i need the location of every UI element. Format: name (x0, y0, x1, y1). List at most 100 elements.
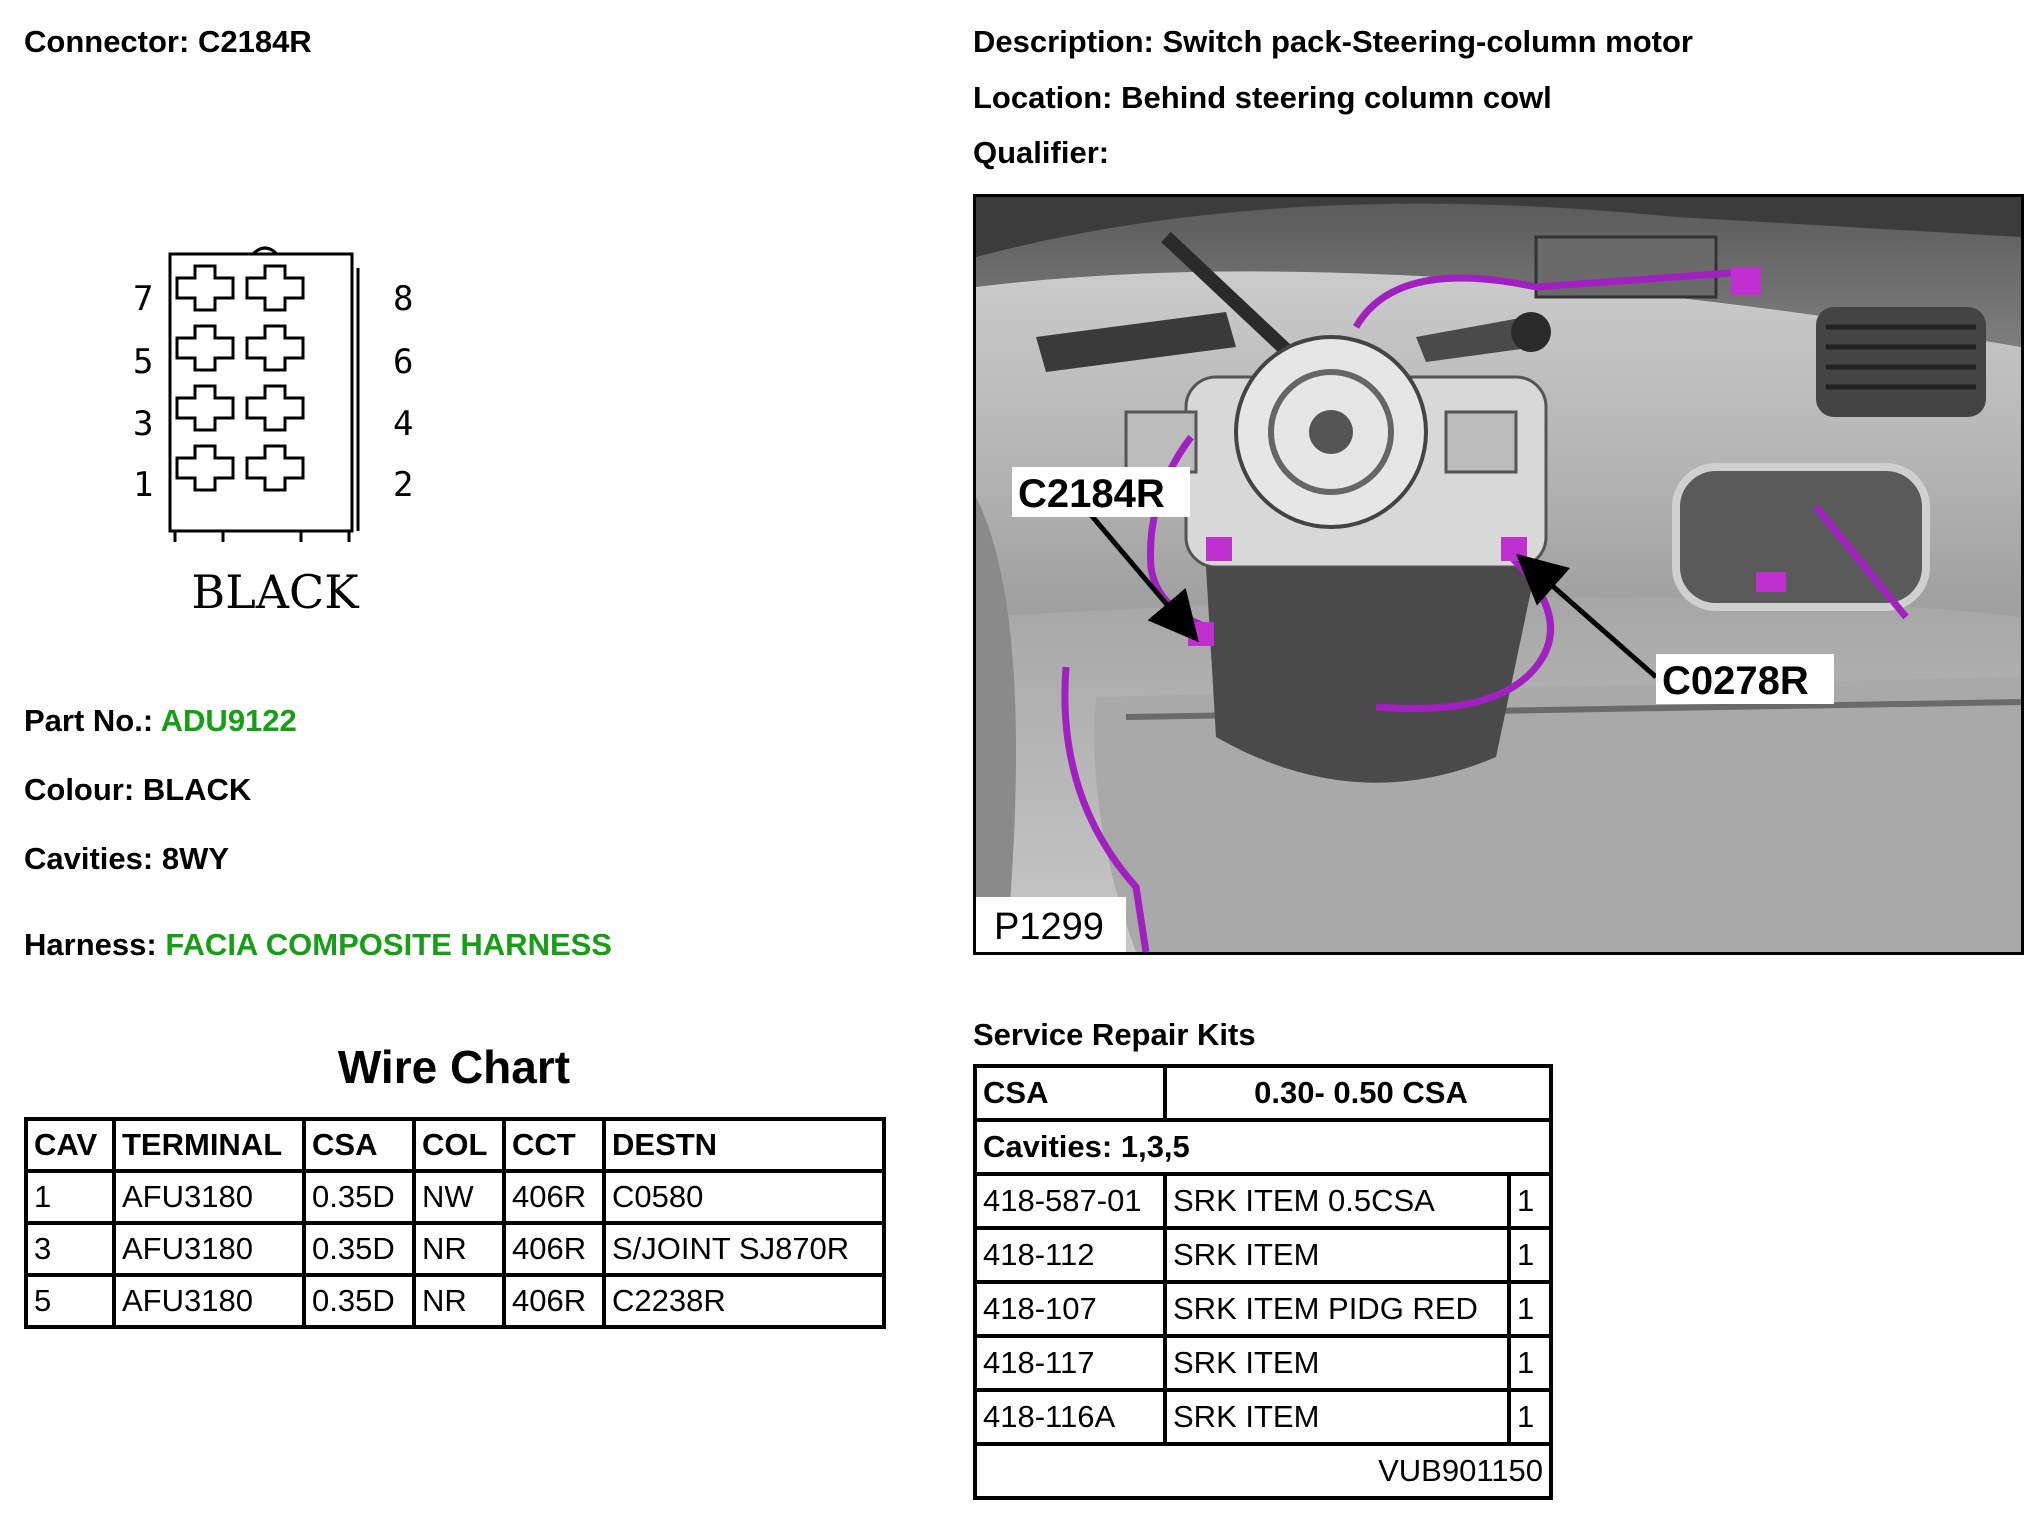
cell-col: NR (412, 1221, 506, 1277)
cavity-grid (175, 264, 305, 492)
air-vent-graphic (1816, 307, 1986, 417)
header-terminal: TERMINAL (112, 1117, 306, 1173)
kits-csa-label: CSA (973, 1064, 1167, 1122)
cell-csa: 0.35D (302, 1221, 416, 1277)
kit-quantity: 1 (1507, 1334, 1553, 1392)
cavity-shape (175, 444, 235, 492)
harness-value[interactable]: FACIA COMPOSITE HARNESS (165, 927, 612, 962)
kit-quantity: 1 (1507, 1280, 1553, 1338)
cell-cav: 1 (24, 1169, 116, 1225)
cell-terminal: AFU3180 (112, 1221, 306, 1277)
cell-cct: 406R (502, 1273, 606, 1329)
kits-csa-row: CSA 0.30- 0.50 CSA (973, 1064, 1553, 1122)
harness-label: Harness: (24, 927, 157, 962)
harness-line: Harness: FACIA COMPOSITE HARNESS (24, 927, 612, 963)
cavities-value: 8WY (161, 841, 230, 876)
description-value: Switch pack-Steering-column motor (1162, 24, 1693, 59)
kit-part-number: 418-116A (973, 1388, 1167, 1446)
kits-csa-value: 0.30- 0.50 CSA (1163, 1064, 1553, 1122)
kit-description: SRK ITEM (1163, 1334, 1511, 1392)
cell-cav: 5 (24, 1273, 116, 1329)
table-row: 418-117 SRK ITEM 1 (973, 1334, 1553, 1392)
cell-destn: C2238R (602, 1273, 886, 1329)
header-csa: CSA (302, 1117, 416, 1173)
header-destn: DESTN (602, 1117, 886, 1173)
description-label: Description: (973, 24, 1154, 59)
kit-description: SRK ITEM PIDG RED (1163, 1280, 1511, 1338)
part-no-label: Part No.: (24, 703, 154, 738)
pin-label-2: 2 (393, 465, 413, 505)
connector-housing (168, 252, 354, 533)
kit-part-number: 418-107 (973, 1280, 1167, 1338)
header-cav: CAV (24, 1117, 116, 1173)
table-row: 1 AFU3180 0.35D NW 406R C0580 (24, 1169, 886, 1225)
wire-chart-header-row: CAV TERMINAL CSA COL CCT DESTN (24, 1117, 886, 1173)
connector-latch (251, 246, 279, 256)
location-line: Location: Behind steering column cowl (973, 80, 1552, 116)
cell-destn: C0580 (602, 1169, 886, 1225)
cavity-shape (175, 324, 235, 372)
pin-label-8: 8 (393, 279, 413, 319)
colour-line: Colour: BLACK (24, 772, 251, 808)
table-row: 418-112 SRK ITEM 1 (973, 1226, 1553, 1284)
kits-footer-code: VUB901150 (973, 1442, 1553, 1500)
cell-terminal: AFU3180 (112, 1169, 306, 1225)
part-no-line: Part No.: ADU9122 (24, 703, 297, 739)
kit-quantity: 1 (1507, 1388, 1553, 1446)
cell-cav: 3 (24, 1221, 116, 1277)
cavities-label: Cavities: (24, 841, 154, 876)
kits-footer-row: VUB901150 (973, 1442, 1553, 1500)
connector-colour-text: BLACK (191, 565, 360, 619)
pin-label-6: 6 (393, 342, 413, 382)
switch-pack-graphic (1124, 335, 1548, 569)
location-illustration: C2184R C0278R P1299 (976, 197, 2021, 952)
kit-part-number: 418-117 (973, 1334, 1167, 1392)
cell-csa: 0.35D (302, 1273, 416, 1329)
cavities-line: Cavities: 8WY (24, 841, 229, 877)
kit-description: SRK ITEM (1163, 1388, 1511, 1446)
photo-reference: P1299 (994, 906, 1104, 948)
cavity-shape (245, 264, 305, 312)
colour-value: BLACK (142, 772, 252, 807)
kit-description: SRK ITEM (1163, 1226, 1511, 1284)
callout-arrow-1 (1089, 513, 1199, 643)
cell-cct: 406R (502, 1221, 606, 1277)
pin-label-4: 4 (393, 404, 413, 444)
cell-csa: 0.35D (302, 1169, 416, 1225)
kits-cavities: Cavities: 1,3,5 (973, 1118, 1553, 1176)
location-label: Location: (973, 80, 1113, 115)
table-row: 418-587-01 SRK ITEM 0.5CSA 1 (973, 1172, 1553, 1230)
qualifier-label: Qualifier: (973, 135, 1110, 170)
cavity-shape (175, 264, 235, 312)
cavity-shape (245, 324, 305, 372)
pin-label-3: 3 (133, 404, 153, 444)
pin-label-7: 7 (133, 279, 153, 319)
callout-arrow-2 (1515, 553, 1658, 679)
cell-terminal: AFU3180 (112, 1273, 306, 1329)
kits-cavities-row: Cavities: 1,3,5 (973, 1118, 1553, 1176)
cell-destn: S/JOINT SJ870R (602, 1221, 886, 1277)
connector-value: C2184R (197, 24, 312, 59)
table-row: 3 AFU3180 0.35D NR 406R S/JOINT SJ870R (24, 1221, 886, 1277)
wire-chart-table: CAV TERMINAL CSA COL CCT DESTN 1 AFU3180… (24, 1117, 886, 1329)
cavity-shape (245, 444, 305, 492)
qualifier-line: Qualifier: (973, 135, 1109, 171)
kit-part-number: 418-112 (973, 1226, 1167, 1284)
wire-chart-title: Wire Chart (337, 1041, 571, 1093)
header-cct: CCT (502, 1117, 606, 1173)
kit-part-number: 418-587-01 (973, 1172, 1167, 1230)
table-row: 418-107 SRK ITEM PIDG RED 1 (973, 1280, 1553, 1338)
kits-title: Service Repair Kits (973, 1017, 1256, 1052)
table-row: 418-116A SRK ITEM 1 (973, 1388, 1553, 1446)
description-line: Description: Switch pack-Steering-column… (973, 24, 1693, 60)
callout-c0278r: C0278R (1662, 659, 1809, 703)
kits-table: CSA 0.30- 0.50 CSA Cavities: 1,3,5 418-5… (973, 1064, 1553, 1500)
cell-cct: 406R (502, 1169, 606, 1225)
pin-label-1: 1 (133, 465, 153, 505)
callout-c2184r: C2184R (1018, 472, 1165, 516)
header-col: COL (412, 1117, 506, 1173)
cavity-shape (245, 384, 305, 432)
connector-line: Connector: C2184R (24, 24, 312, 60)
location-value: Behind steering column cowl (1121, 80, 1552, 115)
part-no-value[interactable]: ADU9122 (160, 703, 297, 738)
